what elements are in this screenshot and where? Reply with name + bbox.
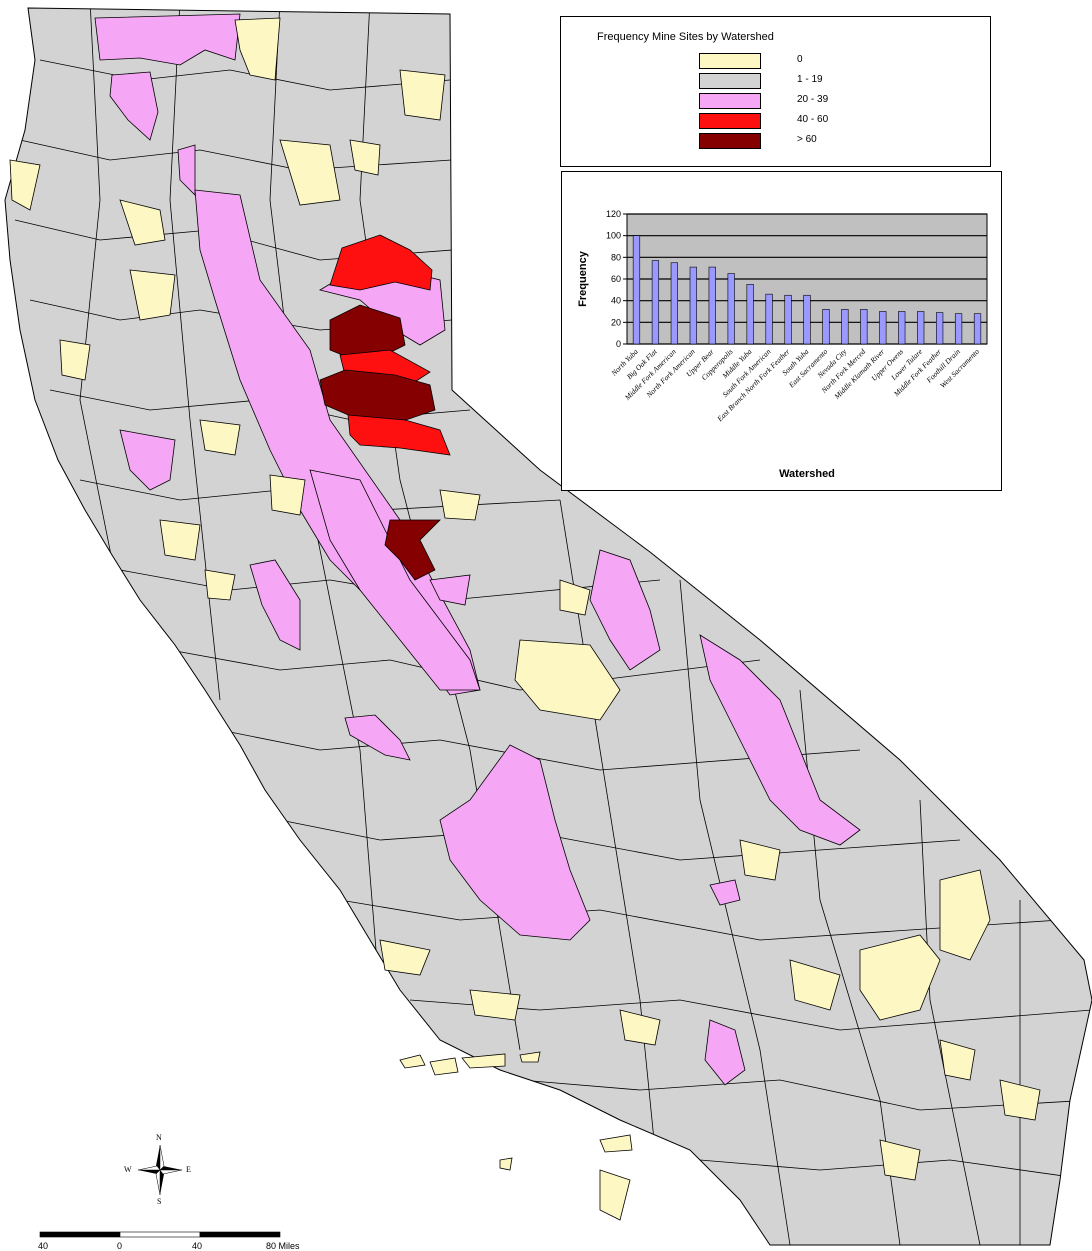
legend-row-3: 40 - 60 [699, 113, 929, 131]
legend-label: 40 - 60 [797, 114, 829, 125]
chart-y-tick-label: 100 [606, 231, 621, 241]
map-legend: Frequency Mine Sites by Watershed 0 1 - … [560, 16, 991, 167]
chart-y-tick-label: 0 [616, 339, 621, 349]
legend-row-2: 20 - 39 [699, 93, 929, 111]
scale-label: 40 [38, 1241, 49, 1251]
legend-swatch [699, 53, 761, 69]
chart-y-tick-label: 120 [606, 209, 621, 219]
north-arrow: N S E W [124, 1133, 191, 1206]
legend-swatch [699, 113, 761, 129]
chart-bar [973, 313, 982, 345]
legend-label: 1 - 19 [797, 74, 823, 85]
legend-swatch [699, 93, 761, 109]
chart-bar [784, 294, 792, 345]
watershed-polygons [9, 13, 1041, 1221]
chart-y-tick-label: 40 [611, 296, 621, 306]
scale-bar-segment [199, 1231, 281, 1238]
chart-bar [708, 266, 716, 345]
chart-bar [746, 284, 754, 345]
scale-bar-segment [39, 1231, 121, 1238]
chart-bar [727, 273, 735, 345]
scale-bar-segment [119, 1231, 201, 1238]
scale-label: 80 Miles [266, 1241, 300, 1251]
chart-bar [917, 311, 925, 345]
chart-bar [954, 313, 963, 345]
legend-title: Frequency Mine Sites by Watershed [597, 31, 774, 43]
legend-row-0: 0 [699, 53, 929, 71]
chart-bar [898, 311, 906, 345]
legend-swatch [699, 73, 761, 89]
scale-label: 40 [192, 1241, 203, 1251]
chart-bar [803, 294, 811, 345]
scale-label: 0 [117, 1241, 123, 1251]
legend-label: 0 [797, 54, 803, 65]
chart-bar [860, 309, 868, 345]
chart-bar [632, 235, 641, 345]
legend-swatch [699, 133, 761, 149]
legend-label: > 60 [797, 134, 817, 145]
chart-bar [879, 311, 887, 345]
chart-bar [689, 266, 697, 345]
legend-row-4: > 60 [699, 133, 929, 151]
chart-y-tick-label: 60 [611, 274, 621, 284]
chart-bar [765, 293, 773, 345]
legend-label: 20 - 39 [797, 94, 829, 105]
chart-y-tick-label: 80 [611, 252, 621, 262]
chart-bar [670, 262, 678, 345]
chart-y-axis-label: Frequency [577, 250, 589, 307]
compass-rose-icon [137, 1144, 183, 1196]
chart-y-tick-label: 20 [611, 317, 621, 327]
compass-north-label: N [156, 1133, 162, 1142]
compass-west-label: W [124, 1165, 132, 1174]
chart-bar [651, 260, 660, 345]
scale-bar-graphic [39, 1231, 281, 1238]
chart-x-axis-label: Watershed [779, 468, 835, 480]
chart-bar [822, 309, 830, 345]
channel-islands [399, 1051, 633, 1171]
compass-east-label: E [186, 1165, 191, 1174]
chart-bar [841, 309, 849, 345]
chart-bar [936, 312, 944, 345]
legend-row-1: 1 - 19 [699, 73, 929, 91]
compass-south-label: S [157, 1197, 162, 1206]
